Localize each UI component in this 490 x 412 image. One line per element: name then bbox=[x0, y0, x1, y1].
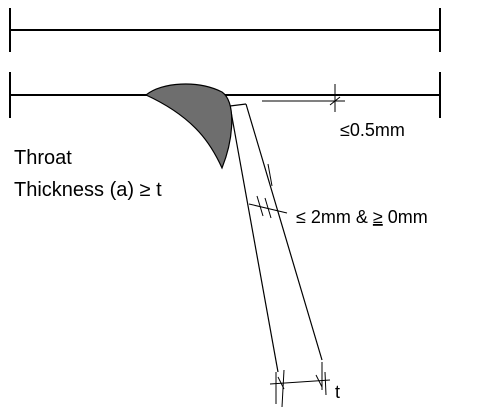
throat-label-line1: Throat bbox=[14, 147, 72, 169]
top-gap-dimension bbox=[262, 84, 345, 112]
side-gap-label: ≤ 2mm & ≥ 0mm bbox=[296, 207, 428, 227]
side-gap-dimension bbox=[248, 163, 288, 219]
thickness-dimension bbox=[269, 362, 331, 408]
ge-symbol: ≥ bbox=[373, 207, 383, 227]
thickness-label: t bbox=[335, 382, 340, 402]
top-gap-label: ≤0.5mm bbox=[340, 120, 405, 140]
upper-plate bbox=[9, 8, 441, 52]
throat-label-line2: Thickness (a) ≥ t bbox=[14, 179, 162, 201]
inclined-plate bbox=[229, 103, 323, 373]
fillet-weld bbox=[144, 83, 233, 170]
